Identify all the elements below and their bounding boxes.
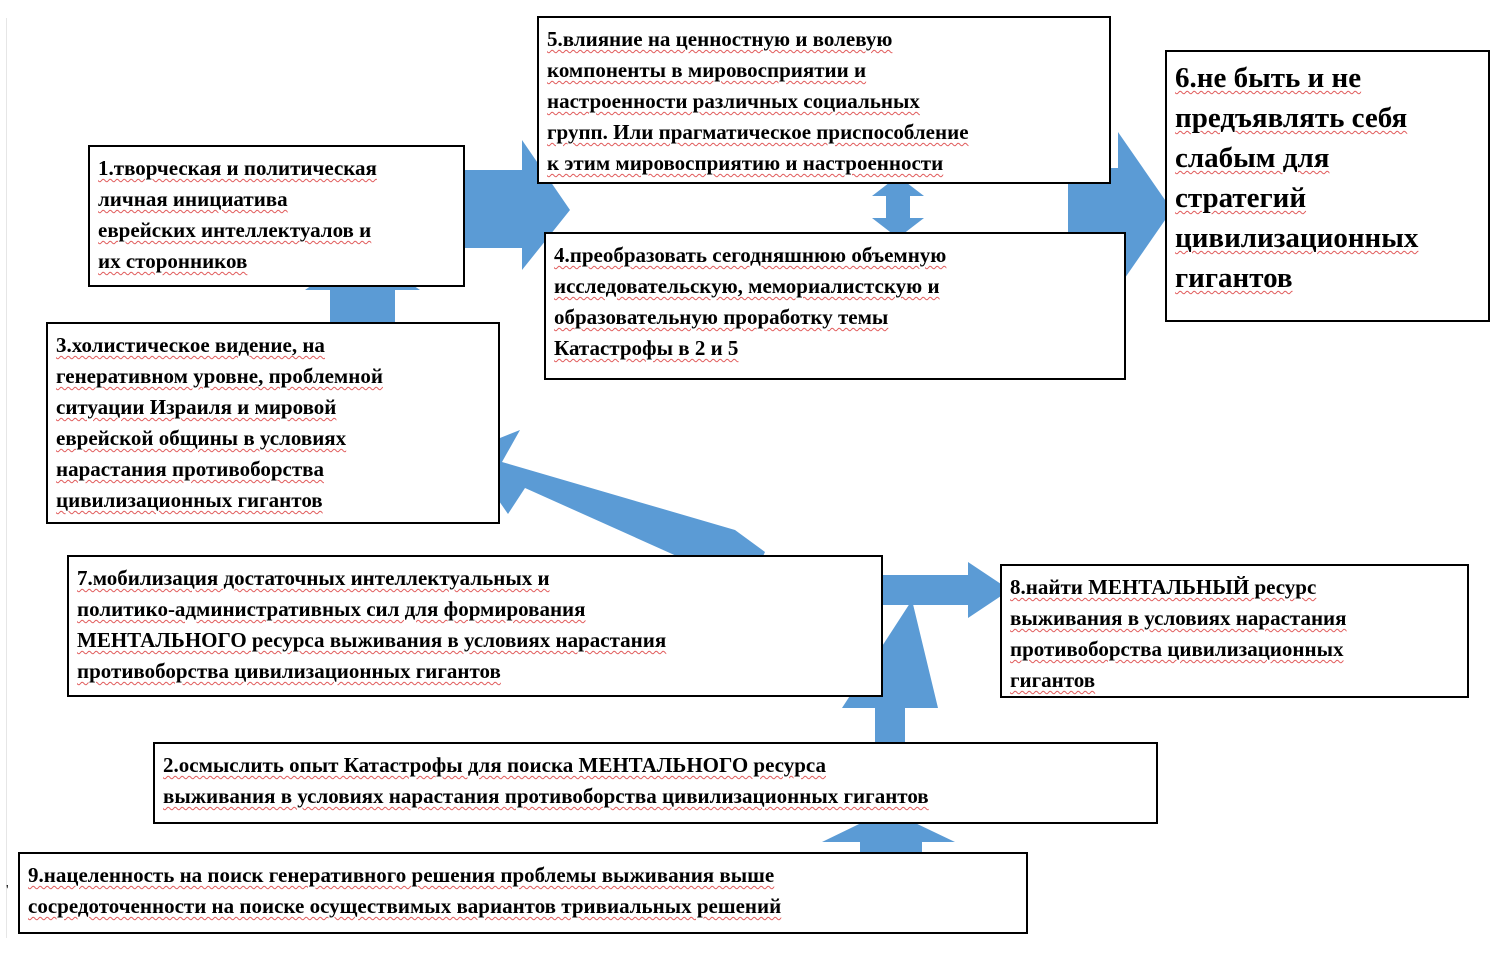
box-5: 5.влияние на ценностную и волевую компон… <box>537 16 1111 184</box>
arrow-2-up <box>842 600 938 752</box>
box-4-text: 4.преобразовать сегодняшнюю объемную исс… <box>554 243 947 360</box>
box-5-text: 5.влияние на ценностную и волевую компон… <box>547 27 969 175</box>
box-7: 7.мобилизация достаточных интеллектуальн… <box>67 555 883 697</box>
box-6-text: 6.не быть и не предъявлять себя слабым д… <box>1175 62 1419 294</box>
box-9: 9.нацеленность на поиск генеративного ре… <box>18 852 1028 934</box>
box-1-text: 1.творческая и политическая личная иници… <box>98 156 377 273</box>
box-6: 6.не быть и не предъявлять себя слабым д… <box>1165 50 1490 322</box>
arrow-7-to-3 <box>465 430 765 588</box>
margin-mark: ' <box>6 883 9 898</box>
box-7-text: 7.мобилизация достаточных интеллектуальн… <box>77 566 667 683</box>
left-edge-line <box>6 18 7 938</box>
arrow-5-4-double <box>872 176 924 238</box>
box-3: 3.холистическое видение, на генеративном… <box>46 322 500 524</box>
box-3-text: 3.холистическое видение, на генеративном… <box>56 333 383 512</box>
box-2: 2.осмыслить опыт Катастрофы для поиска М… <box>153 742 1158 824</box>
box-8: 8.найти МЕНТАЛЬНЫЙ ресурс выживания в ус… <box>1000 564 1469 698</box>
box-4: 4.преобразовать сегодняшнюю объемную исс… <box>544 232 1126 380</box>
box-9-text: 9.нацеленность на поиск генеративного ре… <box>28 863 782 918</box>
box-2-text: 2.осмыслить опыт Катастрофы для поиска М… <box>163 753 929 808</box>
box-1: 1.творческая и политическая личная иници… <box>88 145 465 287</box>
box-8-text: 8.найти МЕНТАЛЬНЫЙ ресурс выживания в ус… <box>1010 575 1347 692</box>
